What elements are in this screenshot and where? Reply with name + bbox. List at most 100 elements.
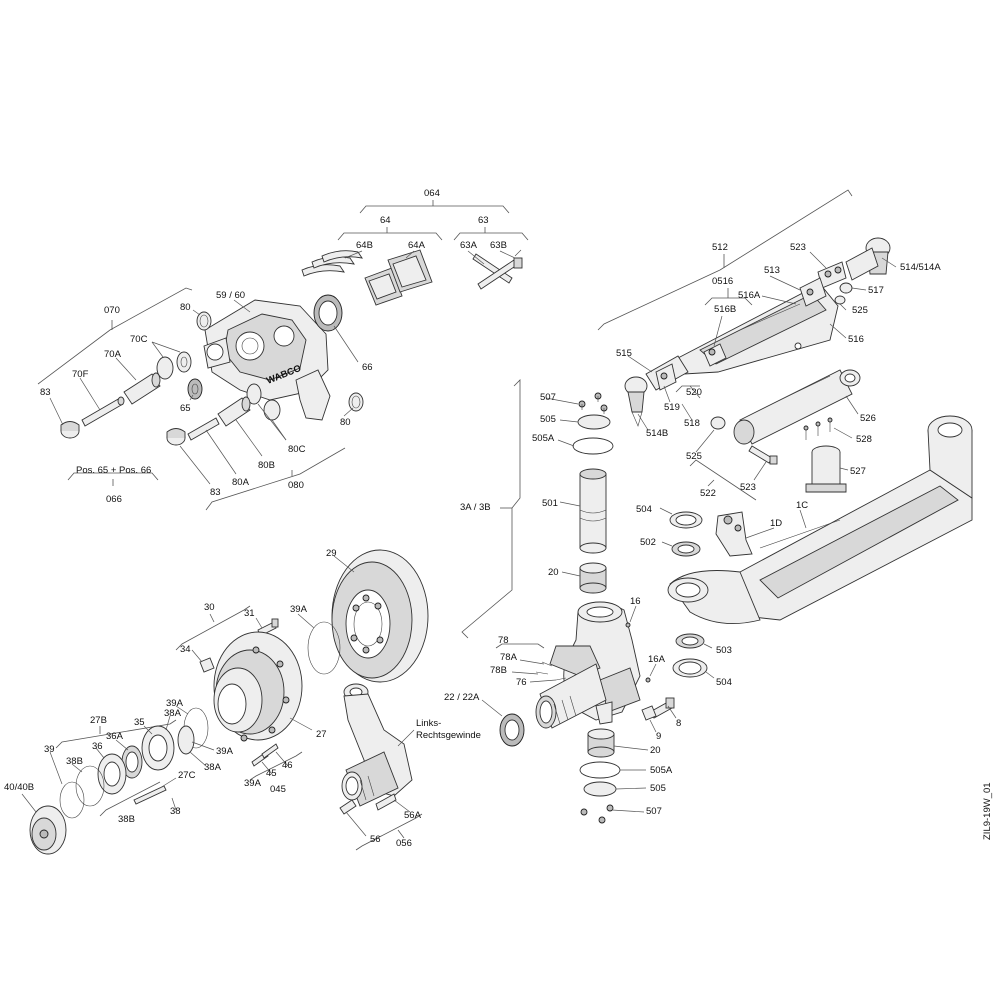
label-64B: 64B (356, 240, 373, 251)
clamp-part (799, 277, 827, 307)
label-505-lower: 505 (650, 783, 666, 794)
thrust-washer-part (669, 511, 703, 529)
label-504-lower: 504 (716, 677, 732, 688)
bolt-part (748, 445, 778, 465)
screw-part (578, 392, 608, 414)
steering-damper-part (733, 369, 861, 445)
label-3A-3B: 3A / 3B (460, 502, 491, 513)
axle-beam-part (667, 415, 973, 625)
steering-linkage-group (597, 189, 897, 501)
nut-part (710, 416, 726, 430)
label-78B: 78B (490, 665, 507, 676)
label-80B: 80B (258, 460, 275, 471)
label-76: 76 (516, 677, 527, 688)
screw-part (535, 661, 567, 681)
label-505A-lower: 505A (650, 765, 673, 776)
end-cap-part (60, 421, 80, 439)
king-pin-part (579, 468, 607, 554)
label-34: 34 (180, 644, 191, 655)
cover-plate-part (583, 781, 617, 797)
label-56: 56 (370, 834, 381, 845)
label-514B: 514B (646, 428, 668, 439)
label-1D: 1D (770, 518, 782, 529)
brake-caliper-body-part: WABCO (203, 299, 331, 421)
label-80C: 80C (288, 444, 306, 455)
label-525: 525 (852, 305, 868, 316)
label-518: 518 (684, 418, 700, 429)
label-519: 519 (664, 402, 680, 413)
label-528: 528 (856, 434, 872, 445)
label-527: 527 (850, 466, 866, 477)
clamp-part (817, 261, 847, 289)
label-64A: 64A (408, 240, 426, 251)
label-16: 16 (630, 596, 641, 607)
bushing-part (156, 351, 192, 380)
label-66: 66 (362, 362, 373, 373)
label-29: 29 (326, 548, 337, 559)
retaining-ring-part (187, 378, 203, 400)
thrust-washer-part (672, 658, 708, 678)
label-523-lower: 523 (740, 482, 756, 493)
thrust-bearing-part (671, 541, 701, 557)
screw-part (251, 743, 279, 767)
label-65: 65 (180, 403, 191, 414)
label-31: 31 (244, 608, 255, 619)
label-38A-b: 38A (204, 762, 222, 773)
label-20-lower: 20 (650, 745, 661, 756)
bolt-part (81, 396, 125, 427)
brake-caliper-group: WABCO (37, 200, 529, 511)
label-507: 507 (540, 392, 556, 403)
king-pin-group (461, 379, 677, 824)
label-0516: 0516 (712, 276, 733, 287)
retaining-pin-part (472, 249, 523, 290)
tie-rod-end-part (624, 355, 689, 427)
end-cap-part (166, 428, 186, 446)
label-36A: 36A (106, 731, 124, 742)
bearing-race-part (177, 725, 195, 755)
nut-part (641, 705, 657, 721)
label-64: 64 (380, 215, 391, 226)
label-514-514A: 514/514A (900, 262, 941, 273)
label-59-60: 59 / 60 (216, 290, 245, 301)
label-56A: 56A (404, 810, 422, 821)
clamp-part (655, 363, 677, 391)
label-27: 27 (316, 729, 327, 740)
stub-axle-part (535, 663, 607, 729)
label-27B: 27B (90, 715, 107, 726)
label-066: 066 (106, 494, 122, 505)
note-thread-line1: Links- (416, 718, 441, 729)
label-505: 505 (540, 414, 556, 425)
note-thread-line2: Rechtsgewinde (416, 730, 481, 741)
label-39: 39 (44, 744, 55, 755)
label-9: 9 (656, 731, 661, 742)
roller-bearing-part (141, 725, 175, 771)
label-525-lower: 525 (686, 451, 702, 462)
nut-part (199, 657, 215, 673)
seal-ring-part (348, 392, 364, 412)
label-520: 520 (686, 387, 702, 398)
label-38A-a: 38A (164, 708, 182, 719)
label-501: 501 (542, 498, 558, 509)
screw-part (803, 417, 833, 440)
drawing-code: ZIL9-19W_01 (982, 782, 993, 840)
label-45: 45 (266, 768, 277, 779)
label-512: 512 (712, 242, 728, 253)
label-503: 503 (716, 645, 732, 656)
label-39A-a: 39A (166, 698, 184, 709)
label-39A-b: 39A (216, 746, 234, 757)
label-80: 80 (180, 302, 191, 313)
label-70F: 70F (72, 369, 89, 380)
label-63B: 63B (490, 240, 507, 251)
wheel-hub-part (213, 631, 303, 742)
label-78A: 78A (500, 652, 518, 663)
label-523: 523 (790, 242, 806, 253)
label-070: 070 (104, 305, 120, 316)
rod-end-part (845, 237, 891, 281)
label-38: 38 (170, 806, 181, 817)
label-80-lower: 80 (340, 417, 351, 428)
spacer-ring-part (75, 765, 105, 807)
guide-pin-part (217, 396, 251, 427)
brake-pad-part (364, 249, 433, 306)
label-526: 526 (860, 413, 876, 424)
wheel-hub-group (21, 549, 429, 855)
